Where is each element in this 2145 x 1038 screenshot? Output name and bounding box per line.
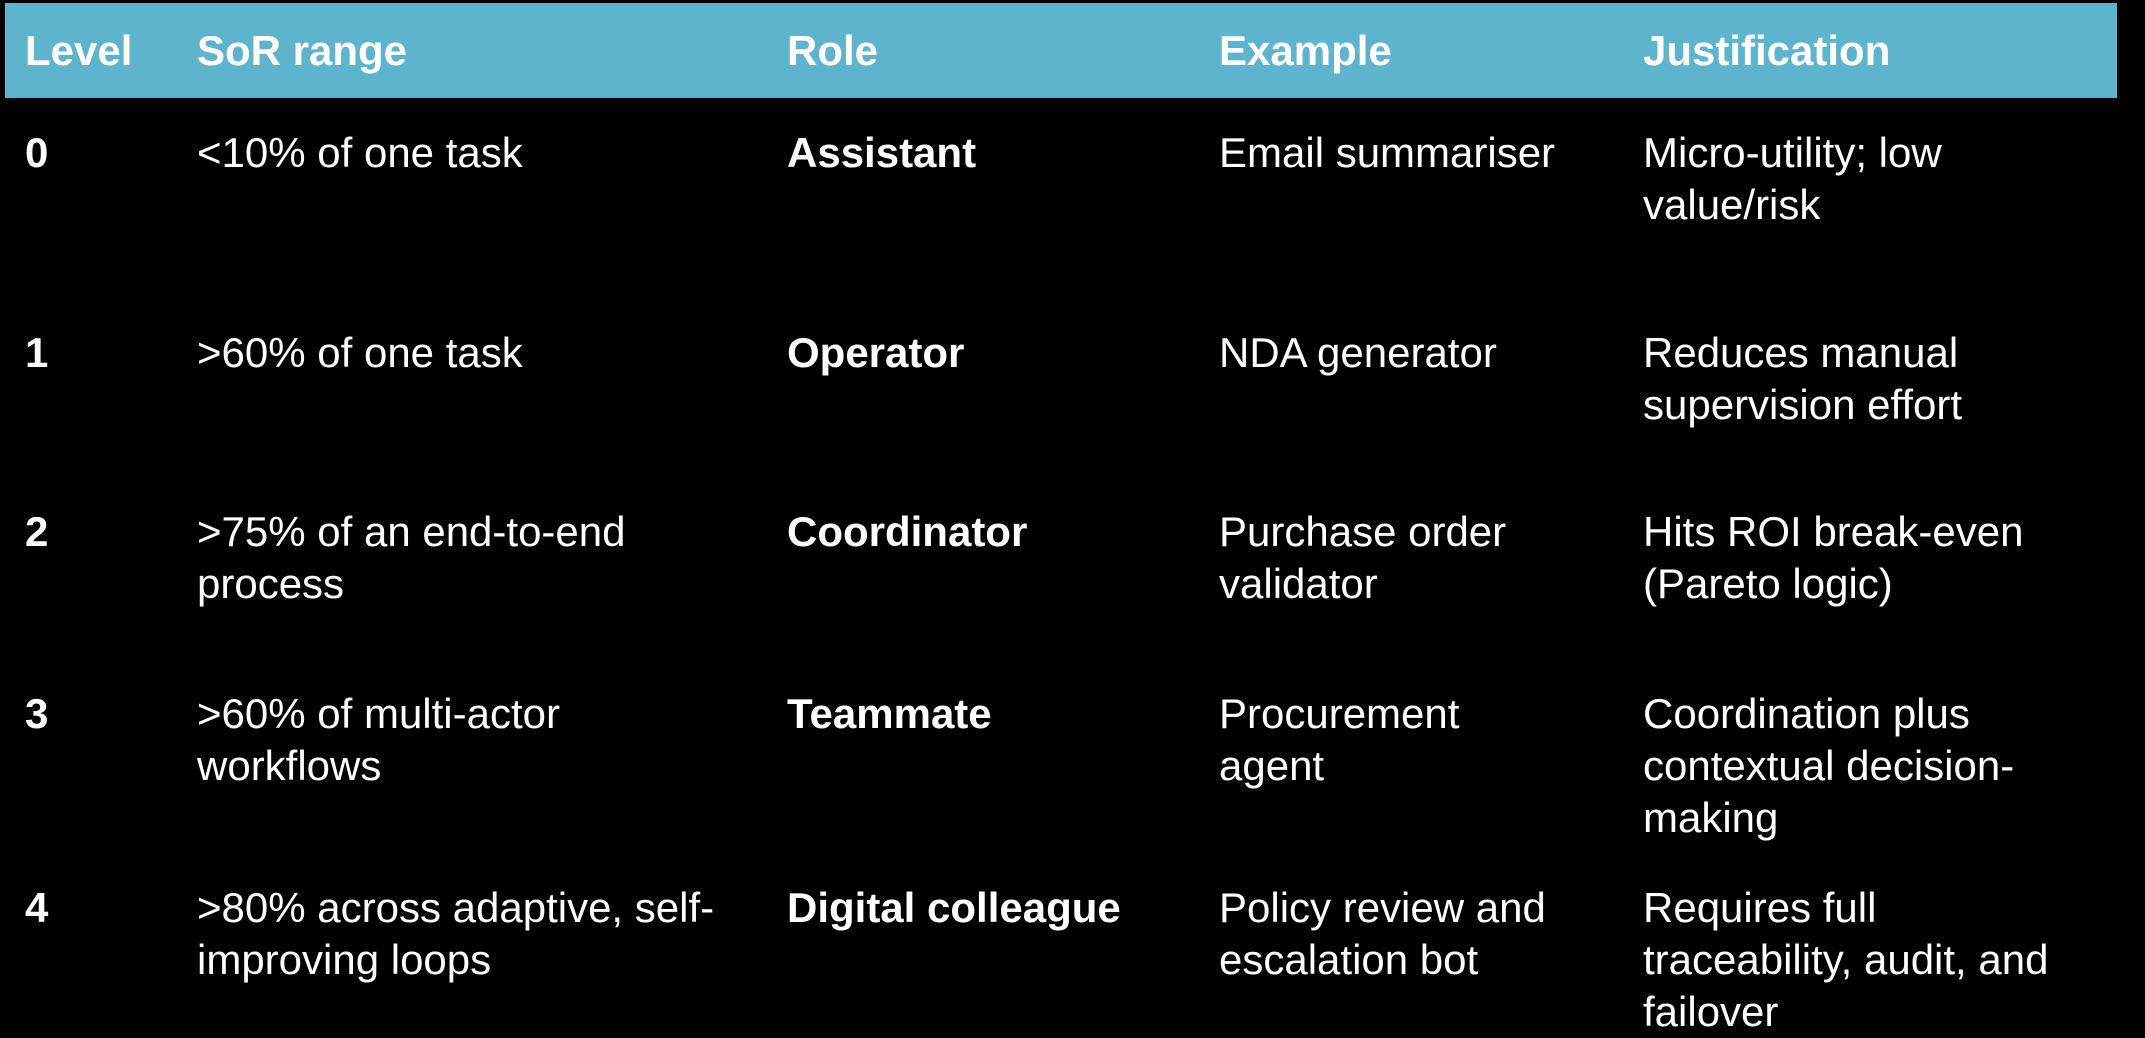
level-cell: 2 — [25, 508, 49, 555]
level-cell: 4 — [25, 884, 49, 931]
level-cell: 3 — [25, 690, 49, 737]
justification-cell: Micro-utility; low value/risk — [1643, 129, 1942, 228]
table-row: 2 >75% of an end-to-end process Coordina… — [0, 477, 2145, 659]
role-cell: Coordinator — [787, 508, 1028, 555]
header-cell-role: Role — [787, 26, 879, 74]
header-cell-example: Example — [1219, 26, 1392, 74]
header-cell-level: Level — [25, 26, 133, 74]
role-cell: Operator — [787, 329, 965, 376]
justification-cell: Requires full traceability, audit, and f… — [1643, 884, 2049, 1035]
role-cell: Assistant — [787, 129, 977, 176]
justification-cell: Hits ROI break-even (Pareto logic) — [1643, 508, 2024, 607]
example-cell: Policy review and escalation bot — [1219, 884, 1546, 983]
header-cell-sor-range: SoR range — [197, 26, 408, 74]
sor-range-cell: >75% of an end-to-end process — [197, 508, 626, 607]
table-row: 3 >60% of multi-actor workflows Teammate… — [0, 659, 2145, 853]
level-cell: 0 — [25, 129, 49, 176]
justification-cell: Reduces manual supervision effort — [1643, 329, 1963, 428]
table-body: 0 <10% of one task Assistant Email summa… — [0, 98, 2145, 1035]
example-cell: NDA generator — [1219, 329, 1497, 376]
example-cell: Email summariser — [1219, 129, 1556, 176]
level-cell: 1 — [25, 329, 49, 376]
sor-range-cell: >60% of multi-actor workflows — [197, 690, 560, 789]
sor-range-cell: >60% of one task — [197, 329, 523, 376]
justification-cell: Coordination plus contextual decision- m… — [1643, 690, 2015, 841]
role-cell: Digital colleague — [787, 884, 1121, 931]
example-cell: Procurement agent — [1219, 690, 1460, 789]
table-row: 0 <10% of one task Assistant Email summa… — [0, 98, 2145, 298]
example-cell: Purchase order validator — [1219, 508, 1507, 607]
table-row: 1 >60% of one task Operator NDA generato… — [0, 298, 2145, 477]
header-cell-justification: Justification — [1643, 26, 1891, 74]
table-row: 4 >80% across adaptive, self- improving … — [0, 853, 2145, 1035]
sor-range-cell: <10% of one task — [197, 129, 523, 176]
table-header-row: Level SoR range Role Example Justificati… — [5, 3, 2117, 98]
sor-range-cell: >80% across adaptive, self- improving lo… — [197, 884, 715, 983]
role-cell: Teammate — [787, 690, 992, 737]
